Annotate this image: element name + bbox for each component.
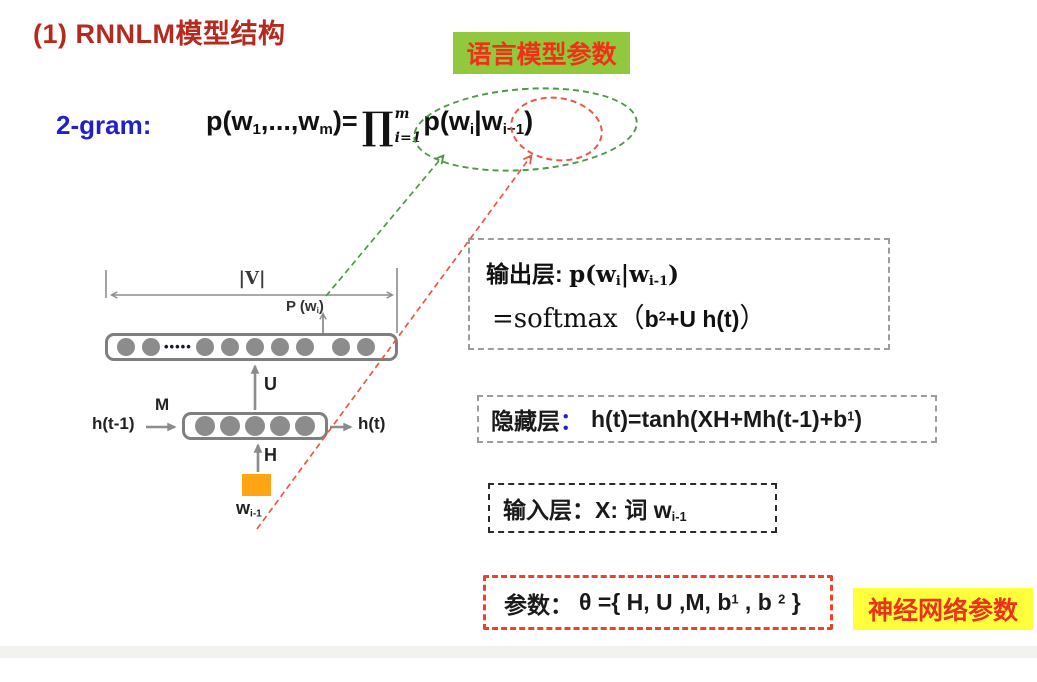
product-symbol: ∏m i=1 xyxy=(361,103,422,148)
page-title: (1) RNNLM模型结构 xyxy=(33,19,286,49)
neuron xyxy=(331,338,350,356)
neuron-group xyxy=(195,338,314,356)
neuron xyxy=(295,416,315,436)
neuron xyxy=(117,338,135,356)
m-matrix-label: M xyxy=(155,395,170,414)
blue-colon: ： xyxy=(560,408,583,434)
formula-text: p(w xyxy=(206,106,253,136)
slide-edge-shadow xyxy=(0,646,1037,658)
input-embedding-square xyxy=(242,474,271,496)
output-layer-eq-box: 输出层: p(wi|wi-1) =softmax（b2+U h(t)） xyxy=(468,238,890,350)
params-eq-box: 参数： θ ={ H, U ,M, b1 , b 2 } xyxy=(483,575,833,630)
output-eq-line2: =softmax（b2+U h(t)） xyxy=(492,303,767,335)
formula-sub: i xyxy=(469,120,475,138)
product-upper-limit: m xyxy=(394,106,410,122)
formula-text: |w xyxy=(474,106,503,136)
hidden-layer-eq-box: 隐藏层： h(t)=tanh(XH+Mh(t-1)+b1) xyxy=(477,395,937,443)
formula-sub: 1 xyxy=(252,120,261,138)
hidden-eq-formula: h(t)=tanh(XH+Mh(t-1)+b1) xyxy=(591,405,863,432)
neuron xyxy=(220,416,240,436)
nn-params-label: 神经网络参数 xyxy=(853,588,1033,630)
product-glyph: ∏ xyxy=(361,103,394,148)
neuron xyxy=(245,416,265,436)
formula-text: ,...,w xyxy=(260,106,320,136)
green-connector-line xyxy=(325,154,445,297)
u-matrix-label: U xyxy=(264,374,277,394)
h-matrix-label: H xyxy=(264,445,277,465)
neuron xyxy=(356,338,375,356)
output-layer-box: ••••• xyxy=(105,333,398,361)
neuron xyxy=(295,338,314,356)
neuron xyxy=(270,338,289,356)
h-prev-label: h(t-1) xyxy=(92,414,135,433)
neuron-group xyxy=(195,416,315,436)
formula-text: ) xyxy=(524,106,534,136)
neuron xyxy=(195,416,215,436)
neuron xyxy=(270,416,290,436)
params-eq-formula: θ ={ H, U ,M, b1 , b 2 } xyxy=(579,589,801,615)
input-layer-eq-box: 输入层： X: 词 wi-1 xyxy=(488,483,777,533)
neuron xyxy=(220,338,239,356)
input-word-label: wi-1 xyxy=(236,498,262,520)
vocab-size-label: |V| xyxy=(238,268,266,289)
language-model-params-label: 语言模型参数 xyxy=(453,32,630,74)
neuron xyxy=(142,338,160,356)
params-eq-label: 参数： xyxy=(504,591,573,618)
h-next-label: h(t) xyxy=(358,414,386,433)
neuron xyxy=(195,338,214,356)
input-eq-label: 输入层： xyxy=(503,497,595,523)
p-wi-label: P (wi) xyxy=(286,298,324,316)
neuron-group xyxy=(331,338,375,356)
input-eq-formula: X: 词 wi-1 xyxy=(595,497,687,525)
gram-label: 2-gram: xyxy=(56,110,152,140)
formula-sub: m xyxy=(319,120,333,138)
hidden-layer-box xyxy=(182,412,328,440)
neuron-group xyxy=(117,338,160,356)
output-eq-line1: 输出层: p(wi|wi-1) xyxy=(486,261,679,290)
product-lower-limit: i=1 xyxy=(394,130,422,146)
ellipsis-dots: ••••• xyxy=(164,339,192,354)
formula-text: )= xyxy=(332,106,358,136)
hidden-eq-label: 隐藏层 xyxy=(491,408,560,434)
formula-text: p(w xyxy=(423,106,470,136)
neuron xyxy=(245,338,264,356)
formula-sub: i−1 xyxy=(502,120,525,138)
